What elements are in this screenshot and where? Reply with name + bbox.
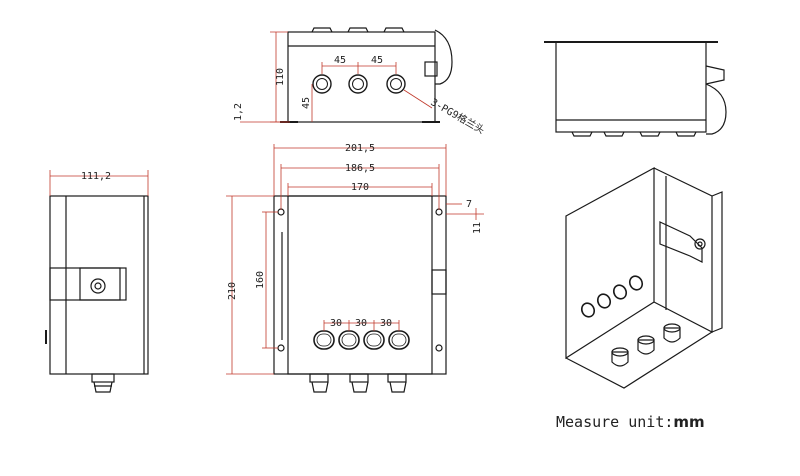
dim-side-width: 111,2 xyxy=(81,171,111,182)
top-view xyxy=(280,27,453,123)
dim-overall-height: 210 xyxy=(227,282,238,300)
measure-unit-value: mm xyxy=(673,413,705,431)
isometric-view xyxy=(565,166,723,389)
dim-top-spacing-a: 45 xyxy=(334,55,346,66)
dim-hole-spacing-3: 30 xyxy=(380,318,392,329)
dim-overall-width: 201,5 xyxy=(345,143,375,154)
measure-unit-text: Measure unit: xyxy=(556,413,674,431)
front-view-dims xyxy=(226,144,484,375)
front-view xyxy=(273,195,447,393)
top-view-dims xyxy=(240,31,433,123)
front-view-holes xyxy=(313,330,410,350)
dim-top-spacing-b: 45 xyxy=(371,55,383,66)
dim-tab-width: 7 xyxy=(466,199,472,210)
right-top-view xyxy=(544,41,727,137)
dim-top-height: 110 xyxy=(275,68,286,86)
top-view-glands xyxy=(312,74,406,94)
gland-note: 3-PG9格兰头 xyxy=(429,95,488,136)
dim-top-gap: 1,2 xyxy=(233,103,244,121)
measure-unit-label: Measure unit:mm xyxy=(556,413,705,431)
dim-tab-height: 11 xyxy=(472,222,483,234)
dim-mount-width: 186,5 xyxy=(345,163,375,174)
side-view xyxy=(45,195,149,393)
dim-mount-height: 160 xyxy=(255,271,266,289)
dim-hole-spacing-1: 30 xyxy=(330,318,342,329)
dim-top-offset: 45 xyxy=(301,97,312,109)
side-view-dims xyxy=(49,170,149,196)
dim-body-width: 170 xyxy=(351,182,369,193)
dim-hole-spacing-2: 30 xyxy=(355,318,367,329)
